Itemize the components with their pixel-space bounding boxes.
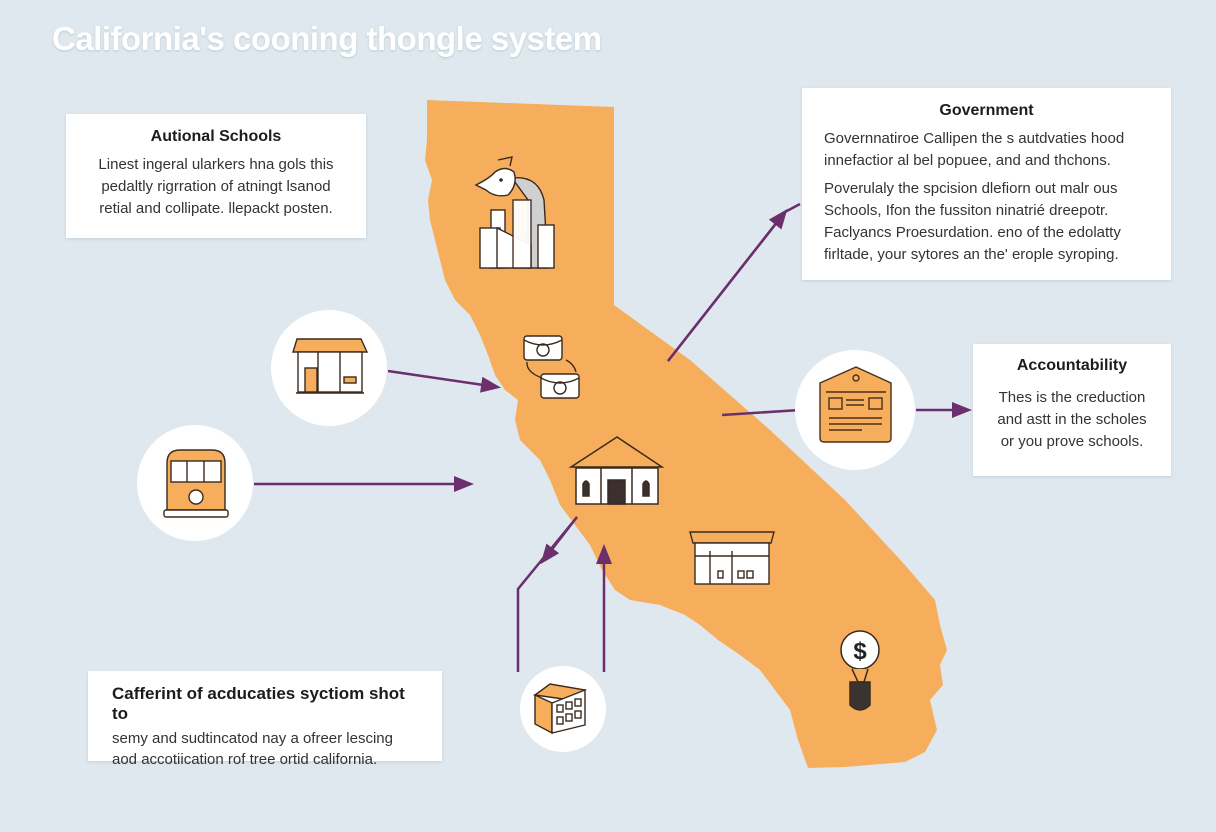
card-line: innefactior al bel popuee, and and thcho… (824, 152, 1111, 169)
card-line: Linest ingeral ularkers hna gols this (98, 156, 334, 173)
card-autional-schools: Autional Schools Linest ingeral ularkers… (66, 114, 366, 238)
card-heading: Cafferint of acducaties syctiom shot to (112, 684, 405, 723)
page-title: California's cooning thongle system (52, 20, 602, 57)
california-map (425, 100, 947, 768)
city-skyline-mascot-icon (474, 156, 555, 269)
school-box-circle-icon (533, 683, 587, 735)
card-heading: Government (939, 102, 1034, 119)
card-line: Governnatiroe Callipen the s autdvaties … (824, 130, 1125, 147)
card-line: semy and sudtincatod nay a ofreer lescin… (112, 730, 393, 747)
storefront-icon (689, 531, 775, 585)
connector-arrows (254, 202, 972, 672)
card-accountability: Accountability Thes is the creduction an… (973, 344, 1171, 476)
shop-building-circle-icon (292, 338, 369, 394)
card-line: Faclyancs Proesurdation. eno of the edol… (824, 224, 1121, 241)
courthouse-icon (568, 436, 665, 505)
card-line: retial and collipate. llepackt posten. (99, 200, 333, 217)
card-line: aod accotiication rof tree ortid califor… (112, 751, 378, 768)
report-card-circle-icon (819, 366, 892, 443)
svg-text:$: $ (853, 638, 867, 665)
card-line: pedaltly rigrration of atningt lsanod (101, 178, 331, 195)
card-line: Schools, Ifon the fussiton ninatrié dree… (824, 202, 1109, 219)
card-line: or you prove schools. (1000, 433, 1144, 450)
exchange-envelopes-icon (523, 335, 580, 399)
card-heading: Autional Schools (150, 128, 282, 145)
card-heading: Accountability (1016, 357, 1128, 374)
card-line: and astt in the scholes (997, 411, 1147, 428)
card-line: Thes is the creduction (998, 389, 1146, 406)
card-line: Poverulaly the spcision dlefiorn out mal… (824, 180, 1118, 197)
school-bus-circle-icon (163, 449, 229, 518)
card-government: Government Governnatiroe Callipen the s … (802, 88, 1171, 280)
dollar-magnifier-icon: $ (840, 630, 880, 711)
card-line: firltade, your sytores an the' erople sy… (824, 246, 1119, 263)
card-education-system: Cafferint of acducaties syctiom shot to … (88, 671, 442, 768)
